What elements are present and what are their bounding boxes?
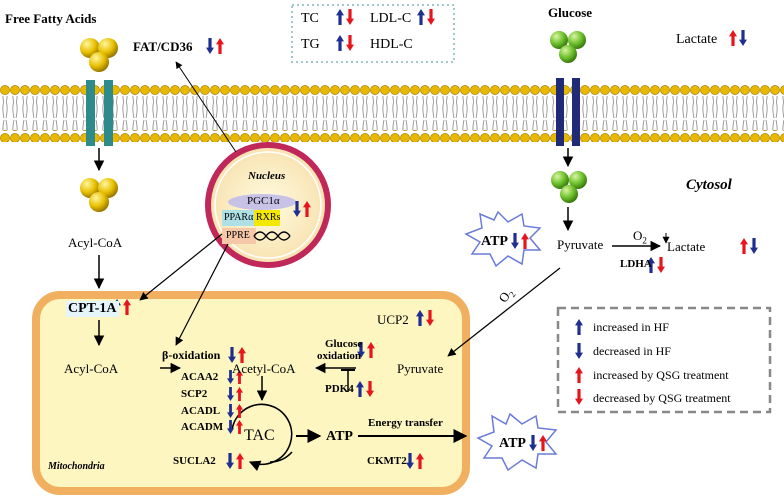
- acadm-label: ACADM: [181, 421, 224, 433]
- atp-outside-label: ATP: [499, 436, 526, 451]
- acetyl-coa-label: Acetyl-CoA: [232, 361, 296, 376]
- glucose-label: Glucose: [548, 5, 593, 20]
- ckmt2-label: CKMT2: [367, 455, 407, 467]
- nucleus: [205, 142, 331, 268]
- fatty-acid-molecule-cytosol: [80, 178, 118, 212]
- mitochondria-label: Mitochondria: [48, 461, 105, 472]
- acyl-coa-cytosol-label: Acyl-CoA: [68, 235, 123, 250]
- legend-item-increased-hf: increased in HF: [593, 320, 669, 334]
- free-fatty-acids-label: Free Fatty Acids: [5, 11, 97, 26]
- atp-burst-cytosol: [464, 210, 542, 268]
- glucose-oxidation-label-1: Glucose: [325, 338, 363, 350]
- rxrs-label: RXRs: [256, 212, 281, 223]
- beta-oxidation-label: β-oxidation: [162, 348, 221, 362]
- acyl-coa-mito-label: Acyl-CoA: [64, 361, 119, 376]
- tg-label: TG: [301, 37, 320, 52]
- cytosol-label: Cytosol: [686, 177, 732, 193]
- lactate-top-label: Lactate: [676, 32, 718, 47]
- energy-transfer-label: Energy transfer: [368, 417, 443, 429]
- atp-burst-outside: [476, 412, 558, 472]
- fatty-acid-molecule-top: [80, 38, 118, 72]
- sucla2-label: SUCLA2: [173, 455, 216, 467]
- lactate-cytosol-label: Lactate: [667, 239, 706, 254]
- fat-cd36-transporter: [86, 80, 113, 146]
- hdl-c-label: HDL-C: [370, 37, 413, 52]
- tc-label: TC: [301, 11, 319, 26]
- legend-item-decreased-qsg: decreased by QSG treatment: [593, 391, 731, 405]
- acadl-label: ACADL: [181, 405, 221, 417]
- legend-box: [556, 306, 772, 414]
- pdk4-label: PDK4: [325, 383, 354, 395]
- ucp2-label: UCP2: [377, 312, 409, 327]
- pgc1a-label: PGC1α: [247, 195, 280, 207]
- nucleus-label: Nucleus: [248, 170, 286, 182]
- legend-item-decreased-hf: decreased in HF: [593, 344, 671, 358]
- glucose-transporter: [556, 78, 580, 146]
- glucose-molecule-cytosol: [551, 171, 587, 203]
- pyruvate-mito-label: Pyruvate: [397, 361, 444, 376]
- cpt1a-label: CPT-1A: [66, 301, 119, 317]
- lipid-panel-box: [291, 4, 455, 63]
- acaa2-label: ACAA2: [181, 371, 219, 383]
- ldl-c-label: LDL-C: [370, 11, 412, 26]
- cell-membrane: [0, 84, 784, 142]
- pyruvate-cytosol-label: Pyruvate: [557, 237, 604, 252]
- atp-cytosol-label: ATP: [481, 234, 508, 249]
- glucose-oxidation-label-2: oxidation: [317, 350, 362, 362]
- ppara-label: PPARα: [224, 212, 254, 223]
- tac-label: TAC: [244, 427, 275, 444]
- legend-item-increased-qsg: increased by QSG treatment: [593, 368, 729, 382]
- ppre-label: PPRE: [226, 230, 250, 241]
- mitochondria-body: [32, 291, 470, 495]
- scp2-label: SCP2: [181, 388, 208, 400]
- o2-top-label: O2: [633, 228, 647, 246]
- ldha-label: LDHA: [620, 258, 652, 270]
- glucose-molecule-top: [550, 31, 586, 63]
- fat-cd36-label: FAT/CD36: [133, 39, 193, 54]
- atp-mito-label: ATP: [326, 429, 353, 444]
